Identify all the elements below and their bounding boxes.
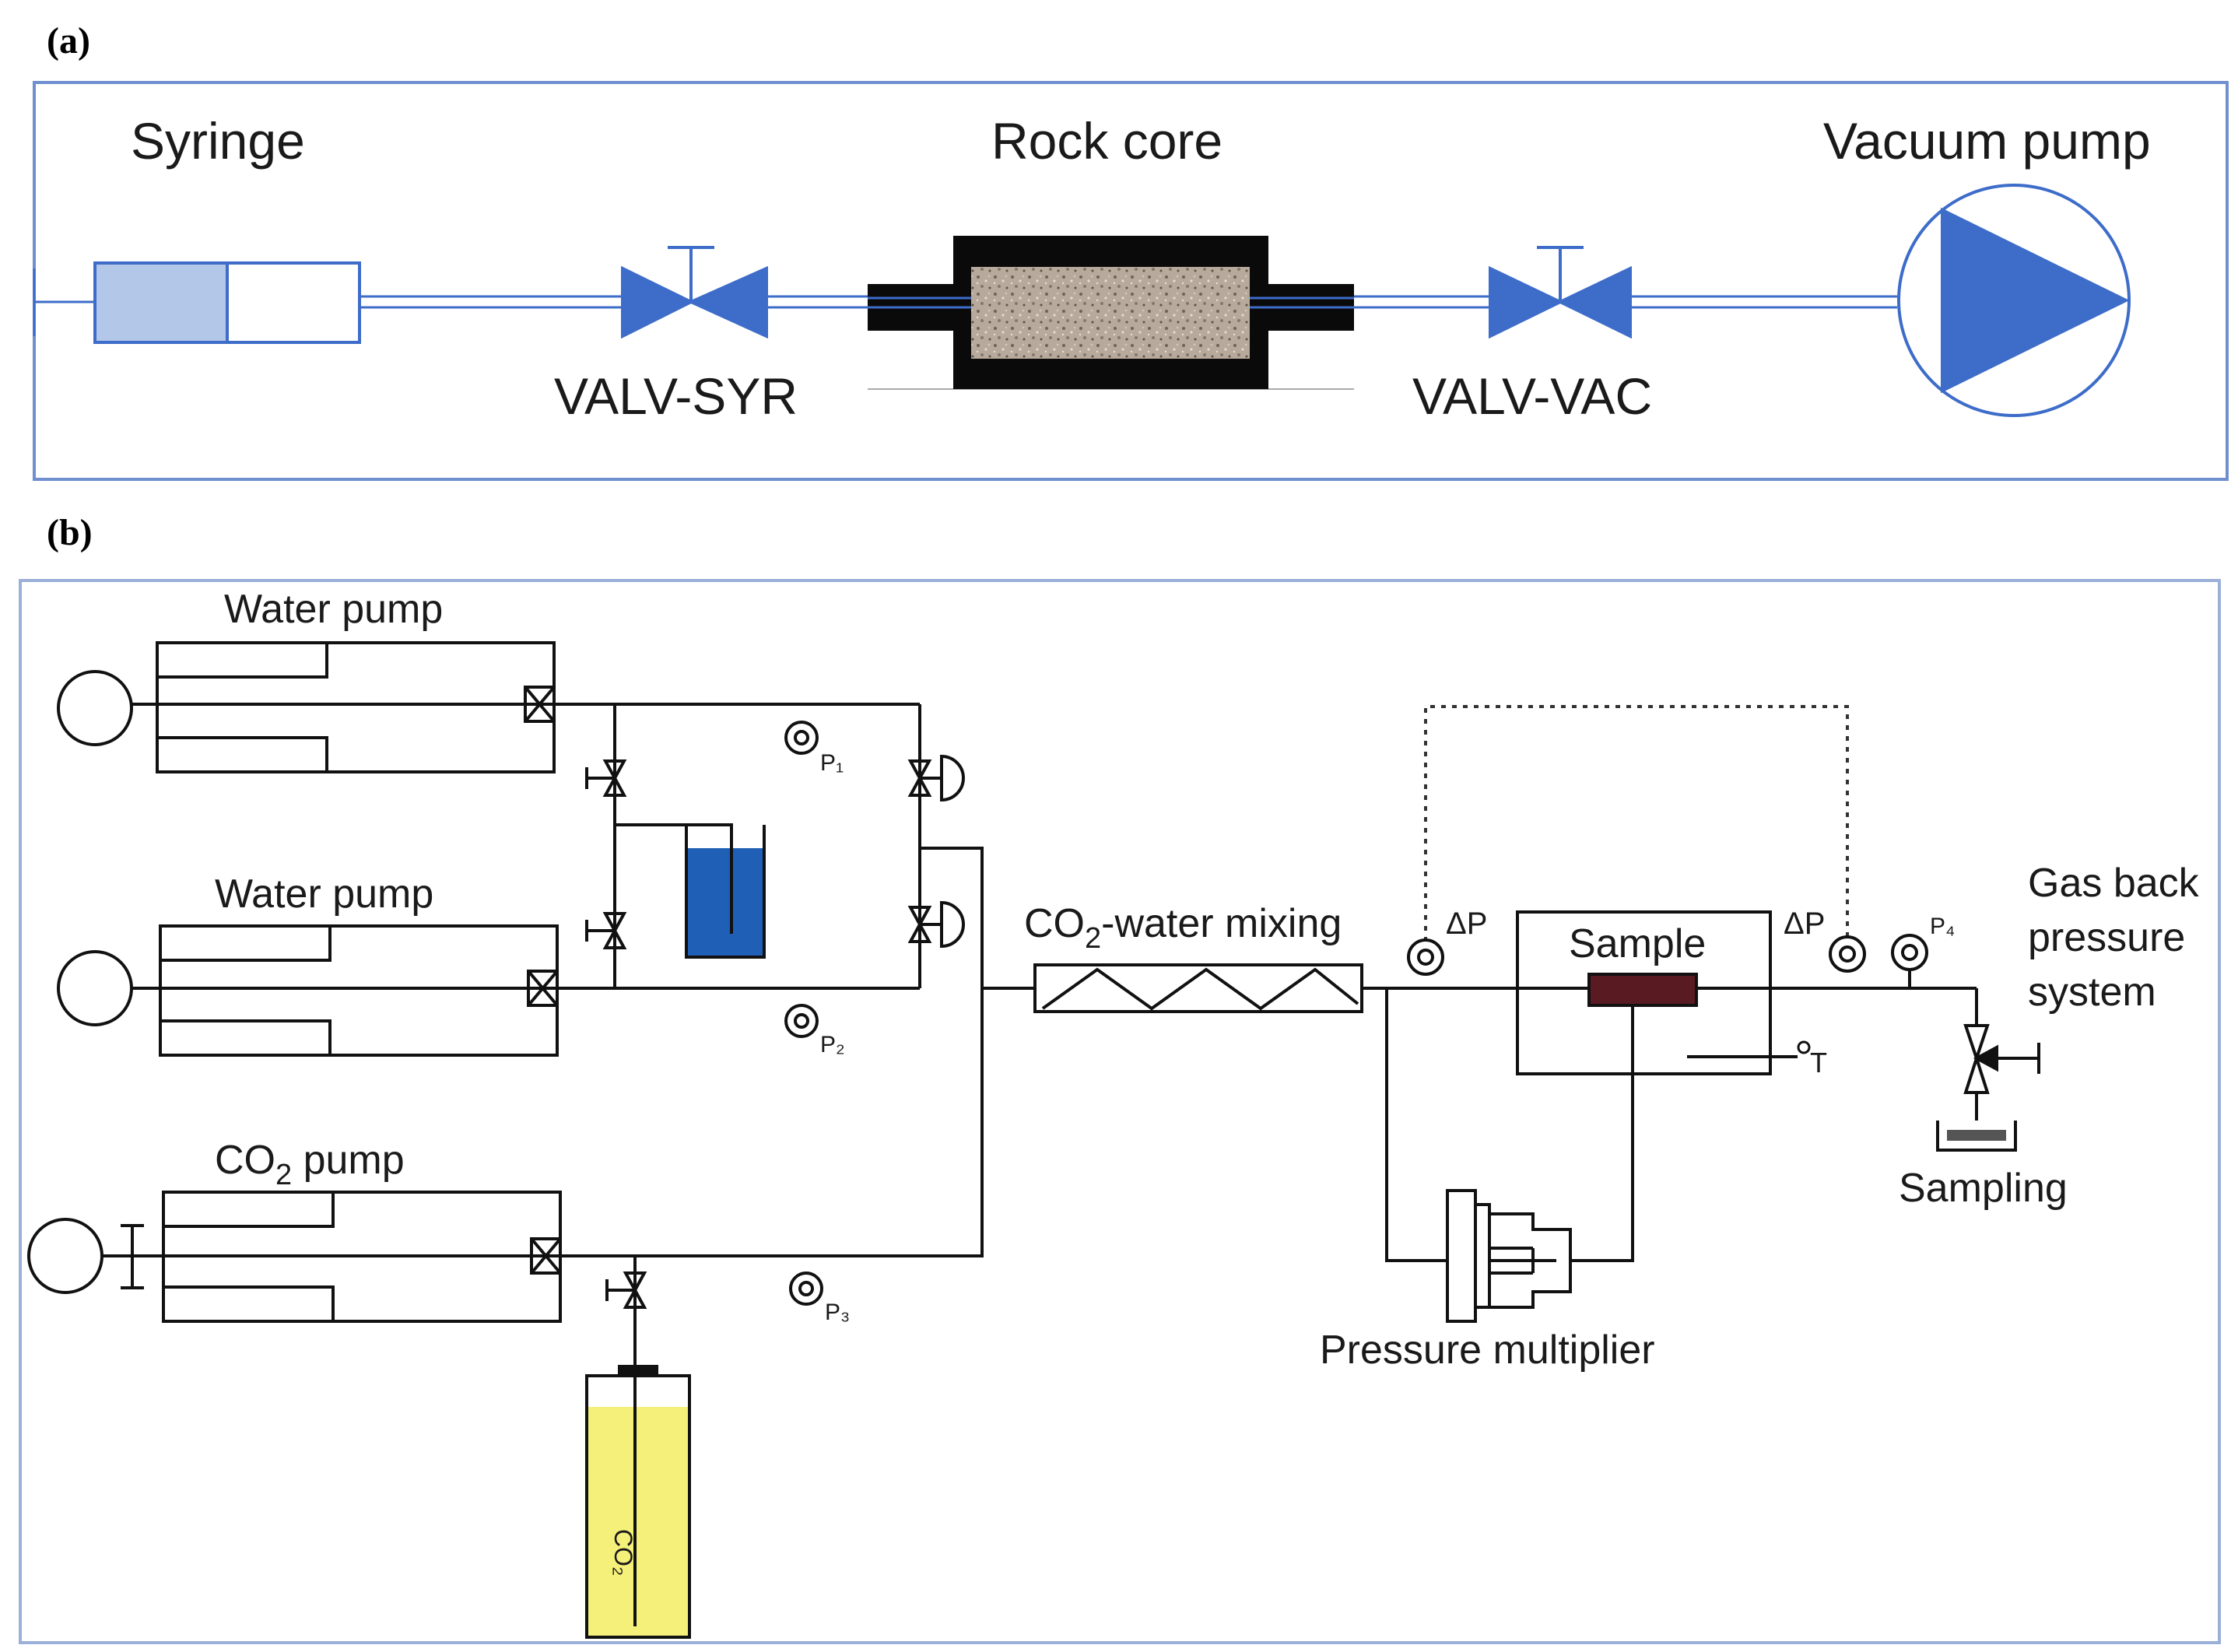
temperature-label: T — [1810, 1047, 1827, 1079]
gauge-p2-icon — [784, 1004, 819, 1038]
syringe-icon — [93, 261, 361, 344]
panel-a-tubing — [33, 268, 1897, 336]
gauge-p3-label: P₃ — [825, 1300, 850, 1325]
gas-back-pressure-line-3: system — [2028, 970, 2156, 1015]
co2-water-mixer-icon — [1033, 963, 1363, 1013]
delta-p-link — [1424, 705, 1849, 942]
gauge-p1-icon — [784, 721, 819, 755]
pressure-multiplier-icon — [1446, 1189, 1572, 1323]
back-pressure-valve-icon — [1963, 1024, 2040, 1094]
gauge-p4-label: P₄ — [1930, 914, 1955, 939]
sample-cell — [1516, 910, 1811, 1075]
gas-back-pressure-line-1: Gas back — [2028, 861, 2200, 906]
water-pump-2-label: Water pump — [215, 872, 433, 917]
co2-cylinder-icon: CO₂ — [585, 1365, 691, 1639]
water-pump-1 — [57, 641, 556, 773]
valve-syr-icon — [621, 246, 768, 339]
sampling-label: Sampling — [1899, 1166, 2068, 1211]
check-valve-1-icon — [907, 754, 965, 802]
delta-p-out-label: ΔP — [1784, 907, 1825, 941]
vacuum-pump-label: Vacuum pump — [1823, 112, 2151, 170]
water-beaker-icon — [685, 825, 766, 959]
gas-back-pressure-line-2: pressure — [2028, 915, 2185, 960]
rock-core-label: Rock core — [991, 112, 1222, 170]
rock-core-sample — [971, 267, 1250, 359]
gauge-p1-label: P₁ — [820, 750, 844, 776]
sampling-tray-icon — [1936, 1121, 2017, 1152]
delta-p-in-label: ΔP — [1446, 907, 1487, 941]
needle-valve-3-icon — [605, 1271, 647, 1309]
gauge-p4-icon — [1891, 934, 1928, 988]
co2-cylinder-label: CO₂ — [609, 1529, 637, 1576]
thermometer-icon — [1797, 1040, 1811, 1054]
gauge-p3-icon — [789, 1271, 823, 1306]
gauge-delta-p-out-icon — [1829, 935, 1866, 973]
syringe-label: Syringe — [131, 112, 305, 170]
piping — [554, 703, 1978, 1371]
co2-pump — [27, 1191, 562, 1323]
check-valve-2-icon — [907, 900, 965, 949]
sample-label: Sample — [1569, 921, 1706, 966]
vacuum-pump-icon — [1897, 184, 2131, 417]
rock-core-holder — [868, 236, 1354, 390]
water-pump-1-label: Water pump — [224, 587, 443, 632]
panel-a-label: (a) — [47, 20, 90, 61]
panel-b-label: (b) — [47, 512, 93, 553]
valve-vac-icon — [1489, 246, 1632, 339]
valve-vac-label: VALV-VAC — [1412, 367, 1652, 425]
gauge-delta-p-in-icon — [1407, 938, 1444, 976]
co2-water-mixing-label: CO2-water mixing — [1024, 901, 1342, 955]
needle-valve-2-icon — [585, 912, 627, 949]
needle-valve-1-icon — [585, 759, 627, 797]
valve-syr-label: VALV-SYR — [554, 367, 798, 425]
panel-b-frame — [19, 579, 2221, 1644]
pressure-multiplier-label: Pressure multiplier — [1320, 1328, 1655, 1373]
water-pump-2 — [57, 924, 559, 1057]
co2-pump-label: CO2 pump — [215, 1138, 405, 1191]
gauge-p2-label: P₂ — [820, 1032, 845, 1057]
sample-core — [1587, 973, 1698, 1007]
